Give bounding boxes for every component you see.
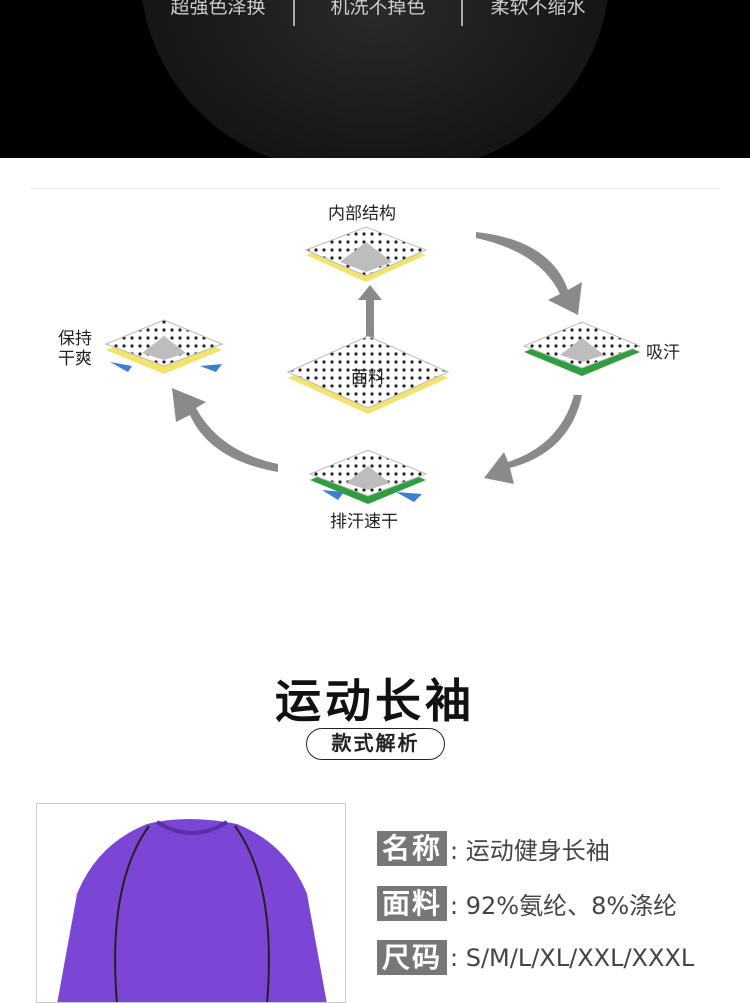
label-dry-1: 保持 [58, 329, 92, 349]
spec-fabric: 面料 : 92%氨纶、8%涤纶 [377, 886, 677, 921]
layer-absorb [522, 321, 642, 376]
label-absorb: 吸汗 [646, 343, 680, 363]
spec-value: : S/M/L/XL/XXL/XXXL [450, 943, 695, 972]
arrow-icon [172, 388, 278, 472]
spec-label: 名称 [377, 831, 448, 866]
feature-1: 超强色泽换 [170, 0, 266, 18]
divider [461, 0, 463, 26]
label-quick-dry: 排汗速干 [330, 512, 398, 532]
label-inner: 内部结构 [328, 204, 396, 224]
layer-inner-structure [304, 226, 428, 282]
product-photo [36, 803, 346, 1003]
feature-2: 机洗不掉色 [330, 0, 426, 18]
label-fabric: 面料 [351, 368, 385, 388]
spec-value: : 92%氨纶、8%涤纶 [450, 892, 678, 920]
spec-size: 尺码 : S/M/L/XL/XXL/XXXL [377, 940, 694, 975]
section-title: 运动长袖 [275, 674, 475, 728]
arrow-icon [322, 490, 422, 502]
spec-value: : 运动健身长袖 [450, 837, 610, 865]
layer-fabric [286, 335, 450, 414]
spec-label: 尺码 [377, 940, 448, 975]
divider [293, 0, 295, 26]
layer-dry [104, 319, 224, 374]
spec-label: 面料 [377, 886, 448, 921]
fabric-diagram [104, 226, 642, 504]
shirt-image [140, 0, 610, 158]
banner: 超强色泽换 机洗不掉色 柔软不缩水 [0, 0, 750, 158]
spec-name: 名称 : 运动健身长袖 [377, 831, 610, 866]
divider [30, 188, 720, 189]
section-subtitle: 款式解析 [306, 728, 445, 760]
label-dry-2: 干爽 [58, 349, 92, 369]
layer-quick-dry [308, 449, 428, 504]
feature-3: 柔软不缩水 [490, 0, 586, 18]
arrow-icon [476, 232, 582, 315]
cycle-arrows [172, 232, 582, 484]
arrow-icon [358, 285, 382, 338]
arrow-icon [484, 395, 582, 484]
